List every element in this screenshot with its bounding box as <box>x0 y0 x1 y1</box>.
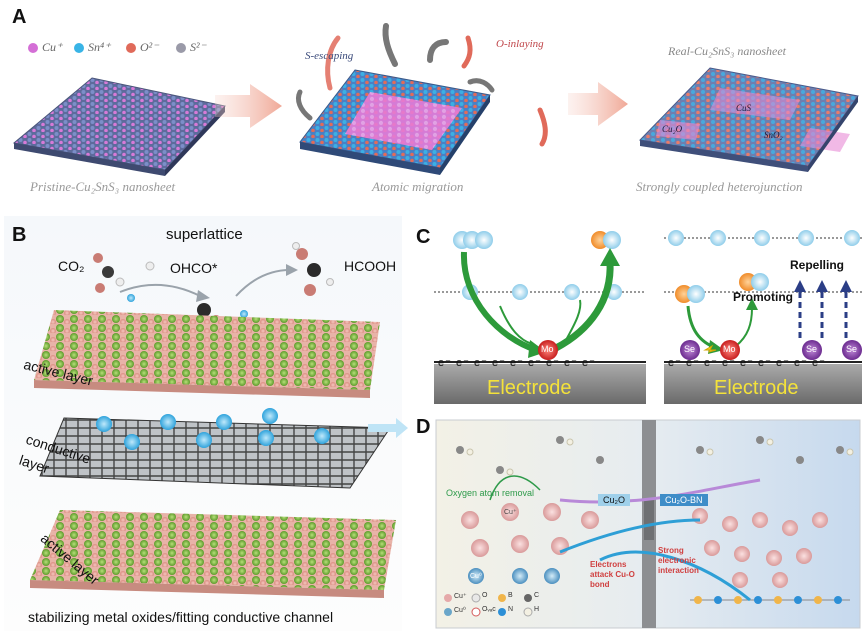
se-right-label: Se <box>846 344 858 354</box>
o-inlaying-label: O-inlaying <box>496 38 544 50</box>
legend-d-b: B <box>508 592 513 599</box>
se-mid-label: Se <box>806 344 818 354</box>
legend-label-o: O²⁻ <box>140 40 159 54</box>
se-left <box>680 340 700 360</box>
panel-a-letter: A <box>12 6 27 28</box>
cu2o-tag: Cu₂O <box>598 494 630 506</box>
cu2obn-tag: Cu₂O-BN <box>660 494 708 506</box>
mo-right <box>720 340 740 360</box>
panel-b-caption: stabilizing metal oxides/fitting conduct… <box>28 609 334 625</box>
se-right <box>842 340 862 360</box>
caption-migration: Atomic migration <box>372 179 464 194</box>
hcooh-molecule <box>292 242 334 296</box>
repelling-label: Repelling <box>790 258 845 272</box>
legend-dot-sn <box>74 43 84 53</box>
mo-right-label: Mo <box>723 344 736 354</box>
electrode-left-label: Electrode <box>487 377 572 399</box>
oxygen-removal-label: Oxygen atom removal <box>446 488 535 498</box>
electrode-right-label: Electrode <box>714 377 799 399</box>
se-mid <box>802 340 822 360</box>
electrons-row-right: e⁻ e⁻ e⁻ e⁻ e⁻ e⁻ e⁻ e⁻ e⁻ <box>668 357 826 369</box>
cu-zero-label: Cu⁰ <box>470 573 482 580</box>
legend-d-c: C <box>534 592 540 599</box>
cu-plus-label: Cu⁺ <box>504 509 517 516</box>
legend-dot-o <box>126 43 136 53</box>
arrow-a1 <box>215 84 282 128</box>
legend-d-h: H <box>534 606 540 613</box>
panel-d-legend-markers <box>444 593 533 617</box>
legend-label-s: S²⁻ <box>190 40 206 54</box>
legend-d-cu-zero: Cu⁰ <box>454 607 466 614</box>
legend-d-o: O <box>482 592 488 599</box>
promoting-label: Promoting <box>733 290 793 304</box>
co2-molecule <box>93 253 125 293</box>
s-escaping-label: S-escaping <box>305 50 354 62</box>
electrons-attack-label: Electrons attack Cu-O bond <box>590 560 635 589</box>
cu2o-label: Cu₂O <box>662 124 683 134</box>
legend-d-cu-plus: Cu⁺ <box>454 593 467 600</box>
caption-heterojunction: Strongly coupled heterojunction <box>636 179 803 194</box>
electrode-left <box>434 364 646 404</box>
superlattice-label: superlattice <box>166 226 243 243</box>
sno2-label: SnO₂ <box>764 130 783 140</box>
electron-balls <box>96 408 330 450</box>
mo-left <box>538 340 558 360</box>
panel-d-letter: D <box>416 416 431 438</box>
legend-d-n: N <box>508 606 514 613</box>
panel-a-legend: Cu⁺ Sn⁴⁺ O²⁻ S²⁻ <box>28 40 268 56</box>
hcooh-label: HCOOH <box>344 258 397 274</box>
real-nanosheet-title: Real-Cu₂SnS₃ nanosheet <box>668 44 786 58</box>
strong-electronic-label: Strong electronic interaction <box>658 546 699 575</box>
co2-label: CO₂ <box>58 258 85 274</box>
arrow-a2 <box>568 82 628 126</box>
legend-dot-cu <box>28 43 38 53</box>
mo-left-label: Mo <box>541 344 554 354</box>
panel-d-legend: Cu⁺ O B C Cu⁰ Oᵥₐc N H <box>454 592 594 620</box>
electrode-right <box>664 364 862 404</box>
legend-label-cu: Cu⁺ <box>42 40 63 54</box>
caption-pristine: Pristine-Cu₂SnS₃ nanosheet <box>30 179 176 194</box>
se-left-label: Se <box>684 344 696 354</box>
legend-dot-s <box>176 43 186 53</box>
pristine-nanosheet <box>12 23 859 176</box>
ohco-label: OHCO* <box>170 260 218 276</box>
panel-c-letter: C <box>416 226 431 248</box>
electrons-row-left: e⁻ e⁻ e⁻ e⁻ e⁻ e⁻ e⁻ e⁻ e⁻ <box>438 357 596 369</box>
panel-b-letter: B <box>12 224 27 246</box>
legend-d-ovac: Oᵥₐc <box>482 606 496 613</box>
cus-label: CuS <box>736 103 752 113</box>
legend-label-sn: Sn⁴⁺ <box>88 40 111 54</box>
